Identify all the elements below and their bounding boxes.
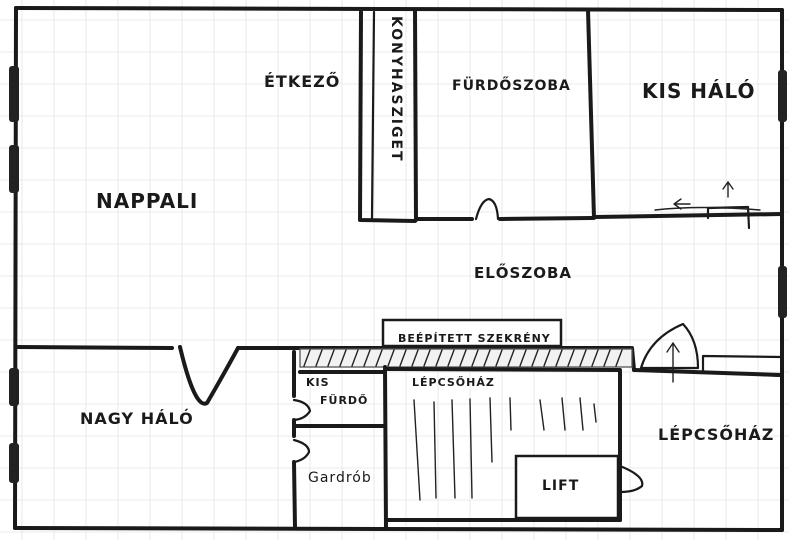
label-lift: LIFT (542, 478, 579, 494)
entrance-arrow-icon (666, 342, 680, 383)
label-lepcsohaz-inner: LÉPCSŐHÁZ (412, 375, 495, 389)
window-right-2 (778, 266, 787, 318)
windows (9, 66, 787, 483)
window-left-4 (9, 443, 19, 483)
kitchen-island (358, 8, 418, 223)
built-in-wardrobe (299, 318, 633, 368)
window-left-3 (9, 368, 19, 406)
label-kis-furdo-1: KIS (306, 376, 330, 389)
bathroom-door-swing (474, 197, 500, 221)
label-garderob: Gardrób (308, 470, 372, 486)
label-nappali: NAPPALI (96, 189, 198, 213)
label-beepitett-szekreny: BEÉPÍTETT SZEKRÉNY (398, 332, 551, 345)
label-kis-halo: KIS HÁLÓ (642, 79, 756, 103)
labels: ÉTKEZŐ KONYHASZIGET FÜRDŐSZOBA KIS HÁLÓ … (80, 16, 774, 494)
label-konyhasziget: KONYHASZIGET (388, 16, 404, 163)
window-left-1 (9, 66, 19, 122)
lift-door-swing (618, 464, 644, 494)
label-nagy-halo: NAGY HÁLÓ (80, 409, 194, 428)
label-lepcsohaz-right: LÉPCSŐHÁZ (658, 424, 774, 444)
upper-rooms-walls (414, 8, 784, 230)
window-right-1 (778, 70, 787, 122)
arrow-up-icon (722, 181, 734, 198)
lift-box (514, 454, 620, 520)
stair-steps (413, 397, 597, 501)
label-eloszoba: ELŐSZOBA (474, 262, 572, 282)
entrance-door-swing (639, 322, 700, 370)
label-etkezo: ÉTKEZŐ (264, 71, 340, 91)
label-kis-furdo-2: FÜRDŐ (320, 393, 368, 407)
window-left-2 (9, 145, 19, 193)
label-furdoszoba: FÜRDŐSZOBA (452, 76, 571, 94)
lower-rooms-walls (292, 350, 644, 530)
small-bedroom-door (706, 205, 751, 230)
